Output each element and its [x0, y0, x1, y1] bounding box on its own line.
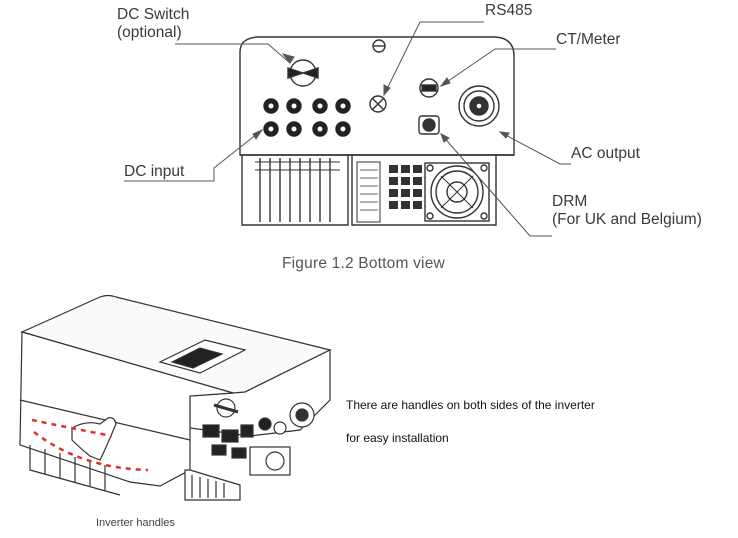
- rs485-label: RS485: [485, 2, 533, 19]
- description-line-2: for easy installation: [346, 431, 449, 445]
- ct-meter-label: CT/Meter: [556, 31, 621, 48]
- callout-drm: [440, 133, 552, 237]
- bottom-connectors: [202, 398, 315, 476]
- dc-input-connectors: [263, 98, 351, 137]
- drm-label-line1: DRM: [552, 193, 588, 210]
- inverter-side-face: [19, 331, 234, 487]
- dc-switch-label-line2: (optional): [117, 24, 182, 41]
- handle-dashed-lower: [33, 431, 149, 472]
- drm-port: [418, 115, 440, 135]
- grid-block: [389, 165, 422, 209]
- heatsink-right: [351, 155, 497, 226]
- callout-rs485: [383, 21, 484, 96]
- callout-ct-meter: [440, 48, 556, 87]
- handles-caption: Inverter handles: [96, 517, 175, 529]
- bottom-view-diagram: [124, 21, 571, 237]
- drm-label: DRM (For UK and Belgium): [552, 193, 702, 229]
- callout-ac-output: [499, 131, 571, 165]
- bottom-heatsink: [184, 469, 241, 501]
- fan-icon: [430, 165, 484, 219]
- rs485-port: [369, 95, 387, 113]
- dc-switch-label-line1: DC Switch: [117, 6, 190, 23]
- callout-dc-input: [124, 129, 263, 182]
- description-line-1: There are handles on both sides of the i…: [346, 398, 595, 412]
- dc-switch-label: DC Switch (optional): [117, 6, 189, 42]
- handle-dashed-upper: [31, 418, 113, 438]
- ac-output-connector: [458, 85, 500, 127]
- ac-output-label: AC output: [571, 145, 640, 162]
- drm-label-line2: (For UK and Belgium): [552, 211, 702, 228]
- hand-icon: [71, 417, 117, 461]
- ct-meter-port: [419, 78, 439, 98]
- dc-input-label: DC input: [124, 163, 185, 180]
- dc-switch-knob: [287, 59, 319, 87]
- heatsink-left: [241, 155, 349, 226]
- figure-caption: Figure 1.2 Bottom view: [282, 255, 445, 272]
- callout-dc-switch: [175, 43, 291, 64]
